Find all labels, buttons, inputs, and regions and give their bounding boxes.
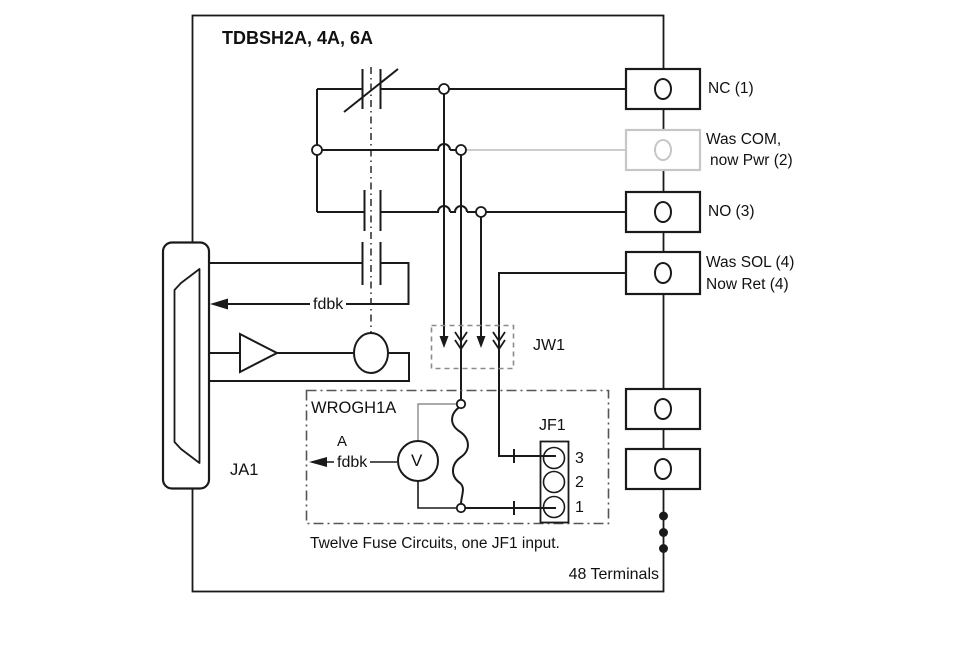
diagram-title: TDBSH2A, 4A, 6A bbox=[222, 28, 374, 48]
no-row-wire bbox=[317, 205, 626, 213]
wrogh1a-box bbox=[305, 389, 610, 525]
amplifier-icon bbox=[239, 332, 280, 374]
terminal-box-4 bbox=[624, 250, 702, 296]
terminal-label-sol-line1: Was SOL (4) bbox=[706, 254, 795, 271]
voltmeter-sense-wire bbox=[417, 403, 456, 441]
relay-feedback-label: fdbk bbox=[310, 295, 347, 315]
point-a-label: A bbox=[337, 433, 348, 450]
jw1-arrowhead-1-icon bbox=[439, 336, 449, 348]
terminal-hole-icon bbox=[654, 262, 672, 284]
jf1-pin-wires bbox=[465, 449, 556, 515]
feedback-arrowhead-icon bbox=[210, 298, 228, 310]
ja1-connector bbox=[161, 241, 211, 490]
terminal-box-5 bbox=[624, 387, 702, 431]
com-row-wire bbox=[317, 143, 456, 151]
terminal-hole-grayed-icon bbox=[654, 139, 672, 161]
module-feedback-arrowhead-icon bbox=[309, 457, 327, 467]
terminal-box-6 bbox=[624, 447, 702, 491]
jf1-pin1-label: 1 bbox=[575, 499, 584, 516]
module-feedback-label: fdbk bbox=[334, 453, 371, 473]
terminal-label-nc: NC (1) bbox=[708, 80, 754, 97]
jw1-chevron-2-icon bbox=[454, 331, 468, 351]
terminal-hole-icon bbox=[654, 201, 672, 223]
jw1-chevrons bbox=[454, 331, 506, 351]
jf1-contact-3-icon bbox=[542, 446, 566, 470]
terminal-hole-icon bbox=[654, 458, 672, 480]
terminal-strip bbox=[624, 67, 702, 553]
node-icon bbox=[455, 502, 467, 514]
feedback-contact-icon bbox=[361, 242, 382, 285]
terminal-count-label: 48 Terminals bbox=[568, 566, 659, 583]
jf1-pin2-label: 2 bbox=[575, 474, 584, 491]
fuse-element-icon bbox=[451, 405, 469, 505]
voltmeter-label: V bbox=[411, 451, 423, 470]
jf1-pin3-label: 3 bbox=[575, 450, 584, 467]
terminal-hole-icon bbox=[654, 78, 672, 100]
terminal-box-1 bbox=[624, 67, 702, 111]
no-contact-icon bbox=[363, 190, 382, 231]
node-icon bbox=[455, 398, 467, 410]
node-icon bbox=[455, 144, 467, 156]
nc-contact-icon bbox=[361, 69, 382, 109]
terminal-ellipsis-icon bbox=[659, 511, 668, 553]
jw1-label: JW1 bbox=[533, 337, 565, 354]
jw1-box bbox=[430, 324, 515, 370]
terminal-label-sol-line2: Now Ret (4) bbox=[706, 276, 789, 293]
terminal-label-no: NO (3) bbox=[708, 203, 755, 220]
node-icon bbox=[438, 83, 450, 95]
voltmeter-return-wire bbox=[417, 481, 456, 509]
terminal-label-com-line2: now Pwr (2) bbox=[710, 152, 793, 169]
ja1-label: JA1 bbox=[230, 461, 259, 479]
terminal-label-com-line1: Was COM, bbox=[706, 131, 782, 148]
jf1-contact-2-icon bbox=[542, 470, 566, 494]
jf1-label: JF1 bbox=[539, 417, 566, 434]
terminal-box-3 bbox=[624, 190, 702, 234]
relay-coil-icon bbox=[353, 332, 389, 374]
jw1-arrowhead-3-icon bbox=[476, 336, 486, 348]
terminal-hole-icon bbox=[654, 398, 672, 420]
jw1-chevron-4-icon bbox=[492, 331, 506, 351]
feedback-loop-wire bbox=[209, 262, 410, 305]
caption-text: Twelve Fuse Circuits, one JF1 input. bbox=[310, 535, 560, 552]
node-icon bbox=[311, 144, 323, 156]
terminal-box-2-grayed bbox=[624, 128, 702, 172]
coil-loop-wire bbox=[209, 352, 410, 382]
wrogh1a-label: WROGH1A bbox=[311, 399, 397, 417]
junction-nodes bbox=[311, 83, 487, 514]
node-icon bbox=[475, 206, 487, 218]
ja1-dshell-icon bbox=[173, 268, 201, 464]
